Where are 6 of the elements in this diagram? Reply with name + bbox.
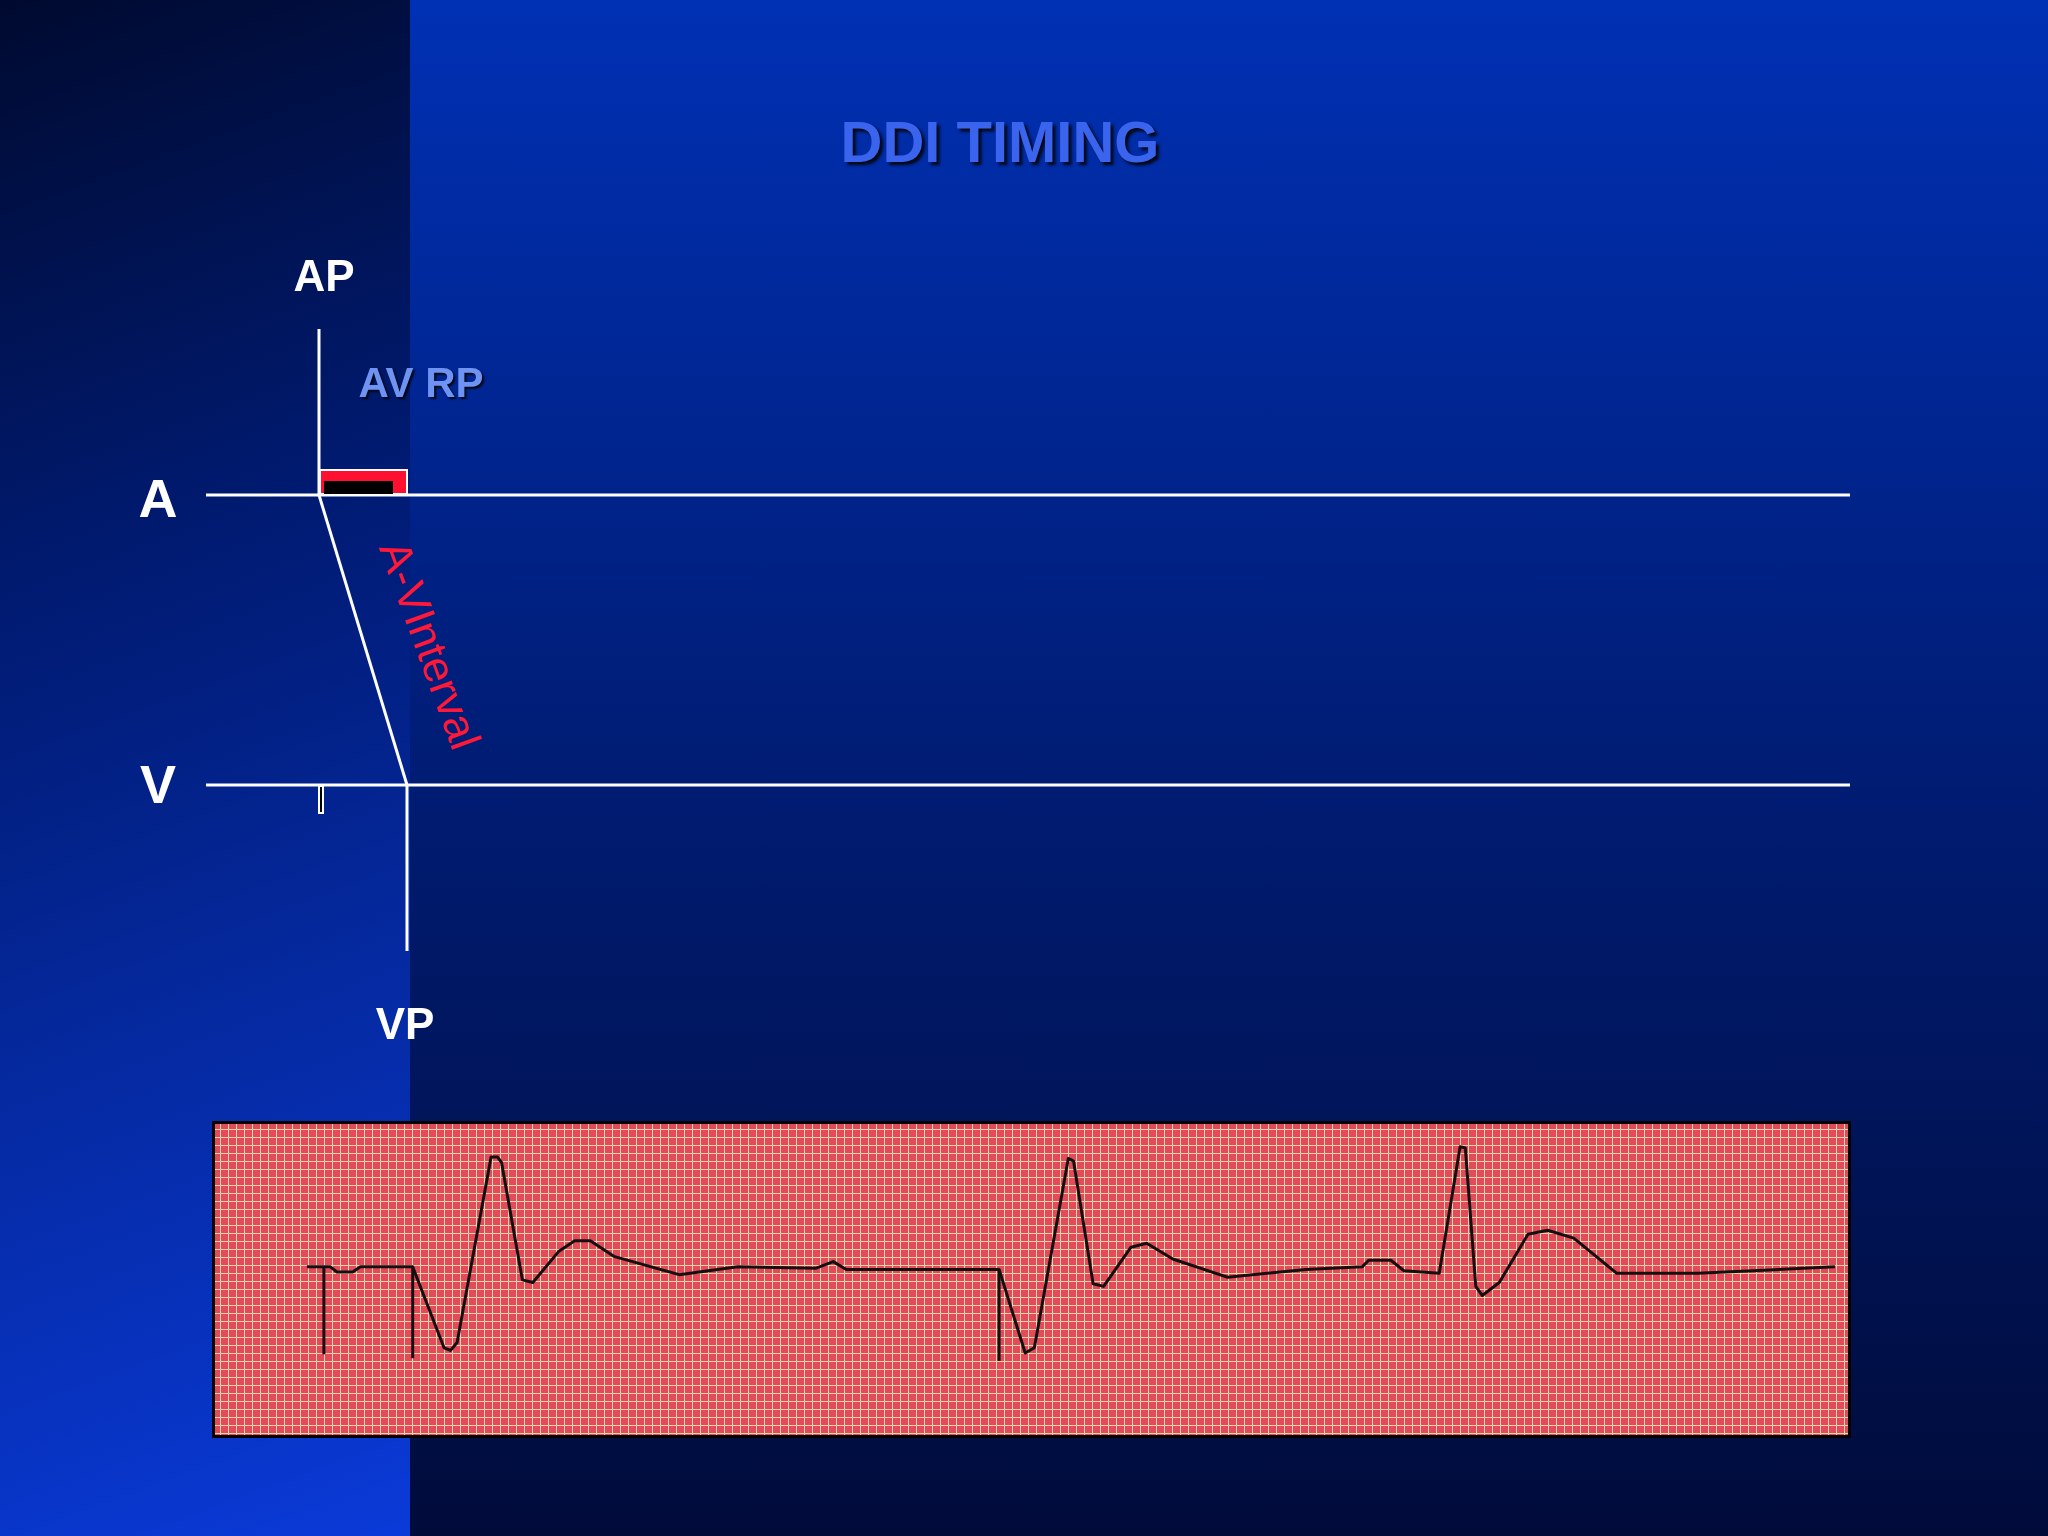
slide-title: DDI TIMING [840,109,1160,174]
refractory-label: AV RP [358,362,484,404]
channel-label: V [140,757,176,811]
channel-label: A [138,471,178,525]
pacing-label: AP [293,254,355,298]
pacing-label: VP [375,1002,435,1046]
